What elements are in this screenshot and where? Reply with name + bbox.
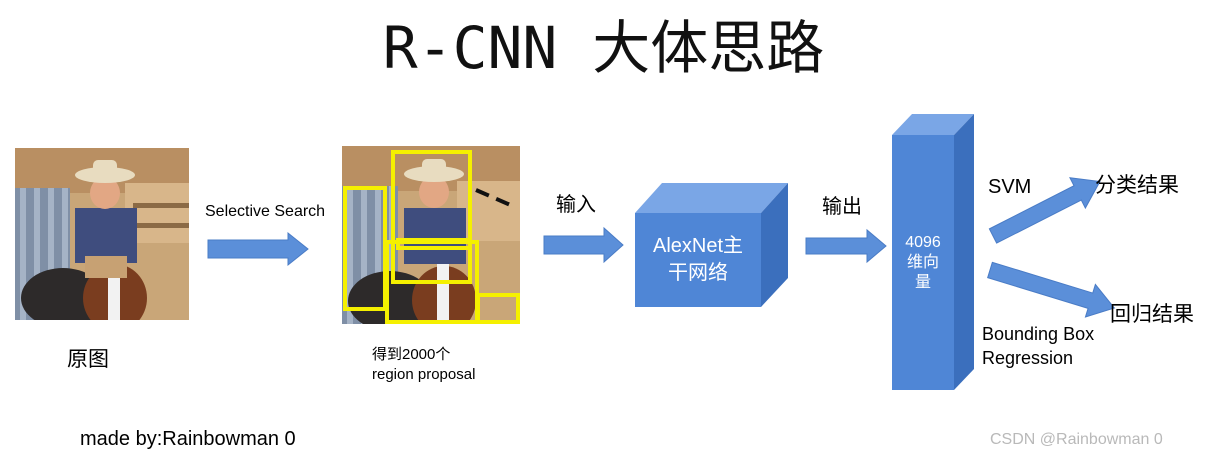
classification-result-label: 分类结果 — [1095, 174, 1179, 197]
proposal-label: 得到2000个 region proposal — [372, 345, 475, 385]
watermark: CSDN @Rainbowman 0 — [990, 431, 1163, 448]
svm-label: SVM — [988, 176, 1032, 198]
author-note: made by:Rainbowman 0 — [80, 428, 296, 450]
proposal-boxes — [343, 150, 520, 324]
network-label: AlexNet主 干网络 — [635, 233, 761, 287]
feature-vector-label-line3: 量 — [914, 274, 931, 291]
regression-result-label: 回归结果 — [1110, 303, 1194, 326]
selective-search-label: Selective Search — [205, 203, 326, 220]
feature-vector-block — [892, 114, 974, 390]
classification-arrow — [988, 177, 1101, 244]
feature-vector-label-line1: 4096 — [905, 234, 941, 251]
proposal-label-line1: 得到2000个 — [372, 346, 451, 363]
original-image-label: 原图 — [67, 348, 109, 371]
alexnet-block — [635, 183, 788, 307]
dashed-stroke — [475, 188, 516, 209]
input-label: 输入 — [556, 194, 596, 216]
proposal-box — [476, 293, 520, 324]
original-image — [15, 148, 189, 320]
proposal-label-line2: region proposal — [372, 366, 476, 383]
proposal-box — [396, 238, 472, 250]
network-label-line2: 干网络 — [668, 262, 728, 284]
bbox-regression-label-line2: Regression — [982, 348, 1074, 368]
regression-arrow — [987, 261, 1116, 318]
input-arrow — [543, 226, 624, 264]
proposal-box — [343, 186, 387, 311]
bbox-regression-label: Bounding Box Regression — [982, 322, 1094, 370]
proposal-box — [391, 150, 472, 284]
bbox-regression-label-line1: Bounding Box — [982, 324, 1095, 344]
diagram-title: R-CNN 大体思路 — [382, 14, 825, 82]
selective-search-arrow — [207, 231, 309, 267]
output-label: 输出 — [822, 196, 862, 218]
output-arrow — [805, 228, 887, 264]
feature-vector-label: 4096 维向 量 — [892, 233, 954, 293]
feature-vector-label-line2: 维向 — [906, 254, 939, 271]
network-label-line1: AlexNet主 — [652, 235, 744, 257]
